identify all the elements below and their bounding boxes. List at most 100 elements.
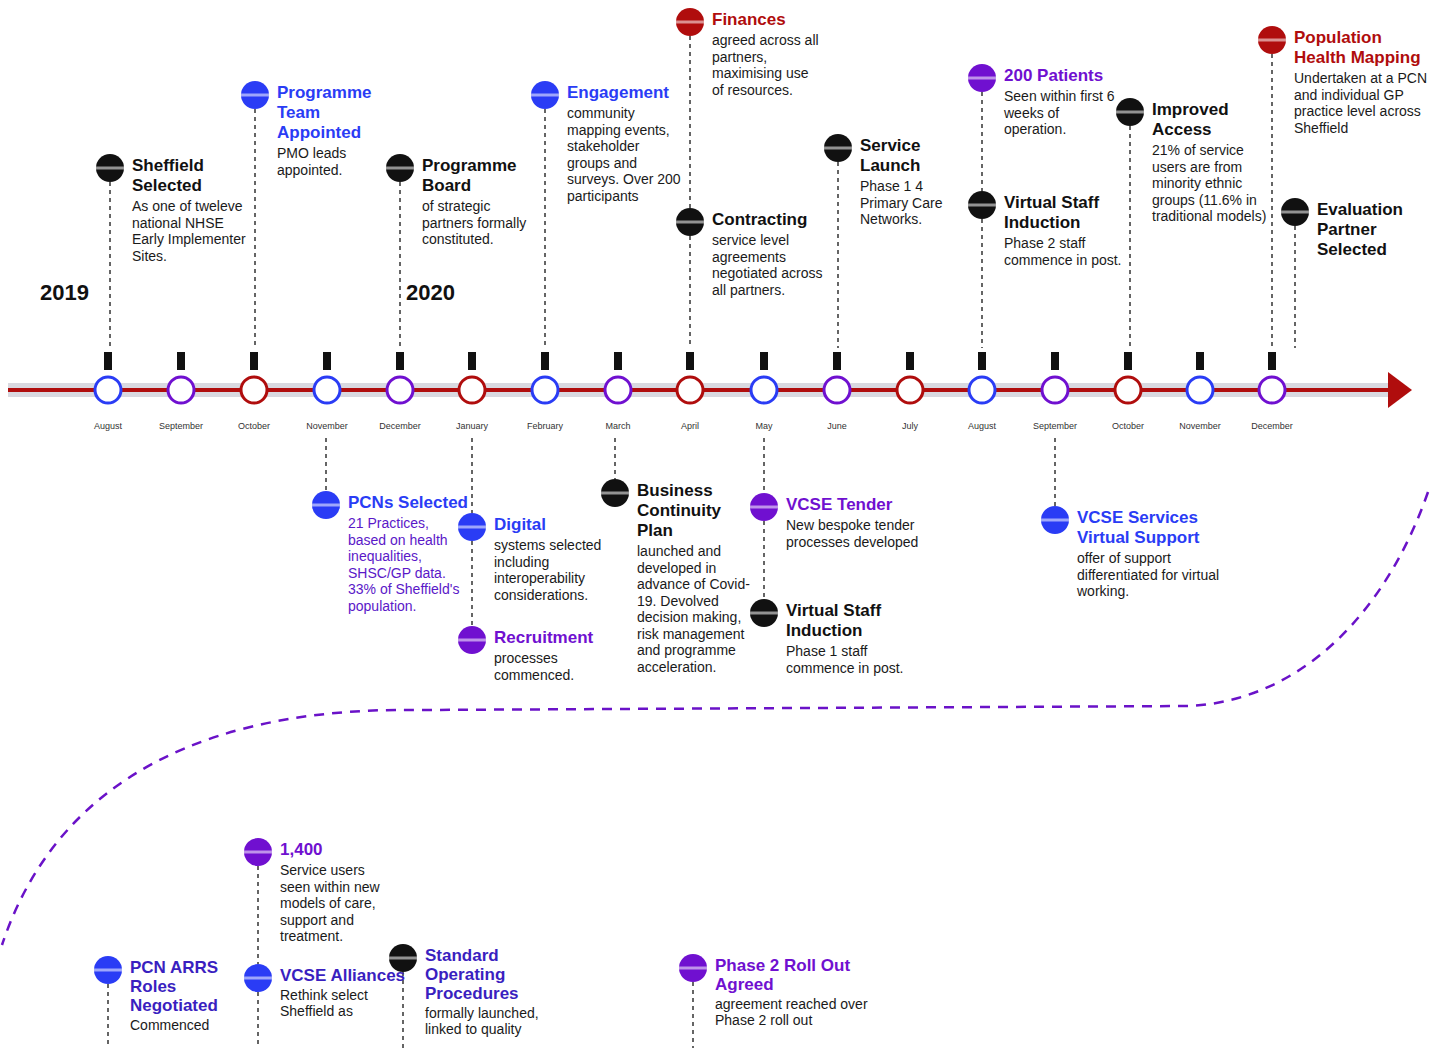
month-ticks xyxy=(95,352,1285,403)
milestone-dot-band xyxy=(750,506,778,509)
milestone-dot xyxy=(94,956,122,984)
month-ring xyxy=(95,377,121,403)
milestone-dot xyxy=(1281,198,1309,226)
milestone-dot xyxy=(968,64,996,92)
milestone-heading: Standard Operating Procedures xyxy=(425,946,565,1003)
milestone-heading: VCSE Tender xyxy=(786,495,936,515)
milestone: VCSE AlliancesRethink select Sheffield a… xyxy=(280,966,410,1019)
month-ring xyxy=(532,377,558,403)
milestone-heading: Sheffield Selected xyxy=(132,156,250,196)
milestone-dot xyxy=(968,191,996,219)
month-label: December xyxy=(1251,421,1293,431)
month-label: December xyxy=(379,421,421,431)
month-ring xyxy=(897,377,923,403)
milestone-dot-band xyxy=(531,94,559,97)
milestone-dot xyxy=(96,154,124,182)
axis xyxy=(8,372,1412,408)
milestone-dot xyxy=(1116,98,1144,126)
month-label: March xyxy=(605,421,630,431)
milestone: VCSE TenderNew bespoke tender processes … xyxy=(786,495,936,550)
milestone-body: Commenced xyxy=(130,1017,245,1033)
milestone: Programme Boardof strategic partners for… xyxy=(422,156,540,248)
milestone-heading: Programme Team Appointed xyxy=(277,83,389,143)
milestone-dot-band xyxy=(968,204,996,207)
month-tick xyxy=(686,352,694,370)
milestone: Engagementcommunity mapping events, stak… xyxy=(567,83,683,204)
milestone: Service LaunchPhase 1 4 Primary Care Net… xyxy=(860,136,972,228)
milestone-dot-band xyxy=(458,526,486,529)
axis-arrowhead xyxy=(1388,372,1412,408)
milestone-dot-band xyxy=(968,77,996,80)
milestone: Business Continuity Planlaunched and dev… xyxy=(637,481,751,675)
year-label: 2019 xyxy=(40,280,89,306)
milestone-body: Rethink select Sheffield as xyxy=(280,987,410,1019)
milestone-dot-band xyxy=(244,977,272,980)
milestone-dot-band xyxy=(1116,111,1144,114)
milestone: Contractingservice level agreements nego… xyxy=(712,210,827,298)
milestone-body: service level agreements negotiated acro… xyxy=(712,232,827,298)
milestone-body: launched and developed in advance of Cov… xyxy=(637,543,751,675)
milestone-dot-band xyxy=(679,967,707,970)
milestone-heading: 200 Patients xyxy=(1004,66,1122,86)
milestone: Phase 2 Roll Out Agreedagreement reached… xyxy=(715,956,875,1028)
milestone-body: New bespoke tender processes developed xyxy=(786,517,936,550)
month-tick xyxy=(323,352,331,370)
month-tick xyxy=(614,352,622,370)
milestone: Virtual Staff InductionPhase 2 staff com… xyxy=(1004,193,1122,268)
month-tick xyxy=(1196,352,1204,370)
milestone: Recruitmentprocesses commenced. xyxy=(494,628,614,683)
milestone-heading: Population Health Mapping xyxy=(1294,28,1429,68)
month-label: May xyxy=(755,421,772,431)
milestone-dot-band xyxy=(94,969,122,972)
milestone-heading: 1,400 xyxy=(280,840,392,860)
milestone: Population Health MappingUndertaken at a… xyxy=(1294,28,1429,136)
milestone-dot-band xyxy=(386,167,414,170)
month-ring xyxy=(241,377,267,403)
milestone-dot xyxy=(312,491,340,519)
milestone-heading: Engagement xyxy=(567,83,683,103)
milestone-body: community mapping events, stakeholder gr… xyxy=(567,105,683,204)
milestone-dot-band xyxy=(676,221,704,224)
milestone-dot xyxy=(386,154,414,182)
milestone-dot xyxy=(458,626,486,654)
month-tick xyxy=(1268,352,1276,370)
milestone-dot-band xyxy=(96,167,124,170)
year-label: 2020 xyxy=(406,280,455,306)
month-ring xyxy=(1187,377,1213,403)
milestone-body: formally launched, linked to quality xyxy=(425,1005,565,1037)
milestone-heading: Programme Board xyxy=(422,156,540,196)
month-ring xyxy=(1042,377,1068,403)
month-tick xyxy=(468,352,476,370)
milestone: 1,400Service users seen within new model… xyxy=(280,840,392,945)
milestone-heading: Digital xyxy=(494,515,602,535)
milestone-body: Phase 1 staff commence in post. xyxy=(786,643,926,676)
milestone-body: 21 Practices, based on health inequaliti… xyxy=(348,515,470,614)
milestone-dot-band xyxy=(824,147,852,150)
continuation-curve xyxy=(2,492,1428,945)
month-ring xyxy=(751,377,777,403)
milestone-heading: Business Continuity Plan xyxy=(637,481,751,541)
milestone-body: Service users seen within new models of … xyxy=(280,862,392,945)
month-label: August xyxy=(968,421,996,431)
milestone: Improved Access21% of service users are … xyxy=(1152,100,1268,225)
milestone-heading: Service Launch xyxy=(860,136,972,176)
month-tick xyxy=(978,352,986,370)
milestone-body: As one of tweleve national NHSE Early Im… xyxy=(132,198,250,264)
milestone-dot xyxy=(241,81,269,109)
month-label: January xyxy=(456,421,488,431)
leader-lines xyxy=(108,36,1295,1048)
month-label: September xyxy=(159,421,203,431)
milestone-dot-band xyxy=(1281,211,1309,214)
month-ring xyxy=(387,377,413,403)
milestone: PCN ARRS Roles NegotiatedCommenced xyxy=(130,958,245,1033)
milestone-dot xyxy=(458,513,486,541)
milestone-dot xyxy=(601,479,629,507)
milestone-heading: Recruitment xyxy=(494,628,614,648)
month-ring xyxy=(1115,377,1141,403)
milestone-body: offer of support differentiated for virt… xyxy=(1077,550,1227,600)
month-tick xyxy=(906,352,914,370)
month-label: November xyxy=(1179,421,1221,431)
month-ring xyxy=(314,377,340,403)
milestone-body: PMO leads appointed. xyxy=(277,145,389,178)
milestone-dot xyxy=(1041,506,1069,534)
